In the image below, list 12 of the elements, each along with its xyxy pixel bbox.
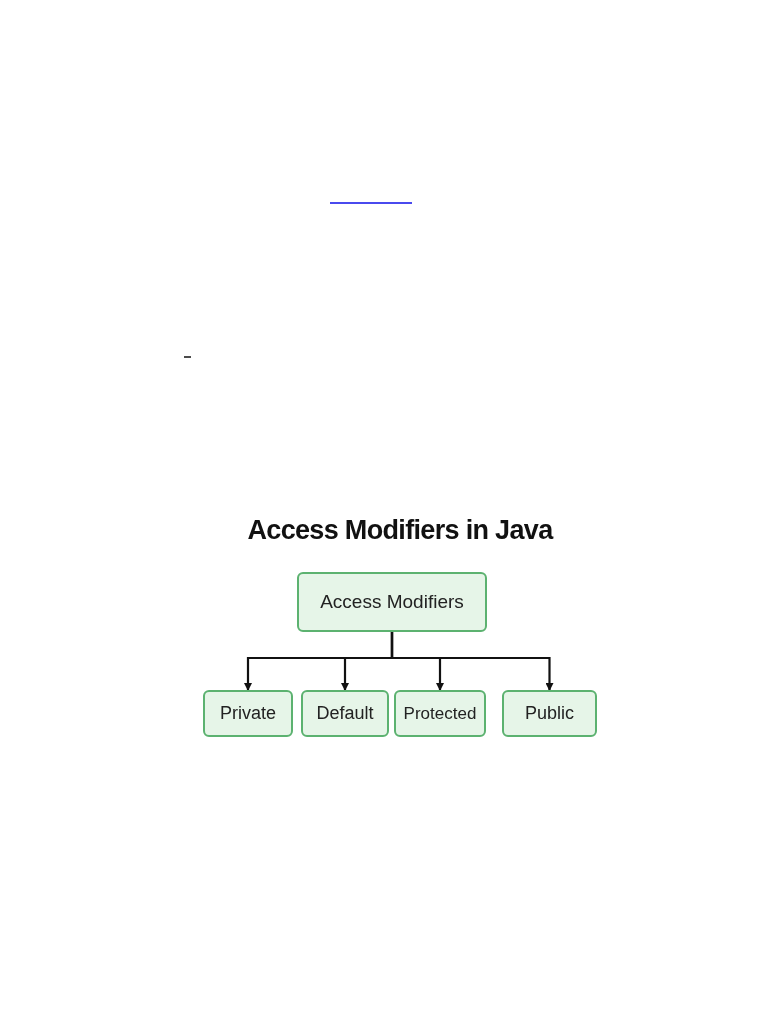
modifier-box bbox=[502, 690, 597, 737]
node-label: Protected bbox=[403, 702, 477, 725]
node-label: Public bbox=[525, 702, 574, 725]
node-label: Access Modifiers bbox=[320, 589, 464, 614]
node-label: Private bbox=[220, 702, 276, 725]
modifier-box bbox=[394, 690, 486, 737]
modifier-box bbox=[203, 690, 293, 737]
modifier-box bbox=[301, 690, 389, 737]
arrow bbox=[390, 632, 554, 691]
diagram-title: Access Modifiers in Java bbox=[246, 514, 555, 547]
modifier-box bbox=[297, 572, 487, 632]
node-label: Default bbox=[316, 702, 374, 725]
